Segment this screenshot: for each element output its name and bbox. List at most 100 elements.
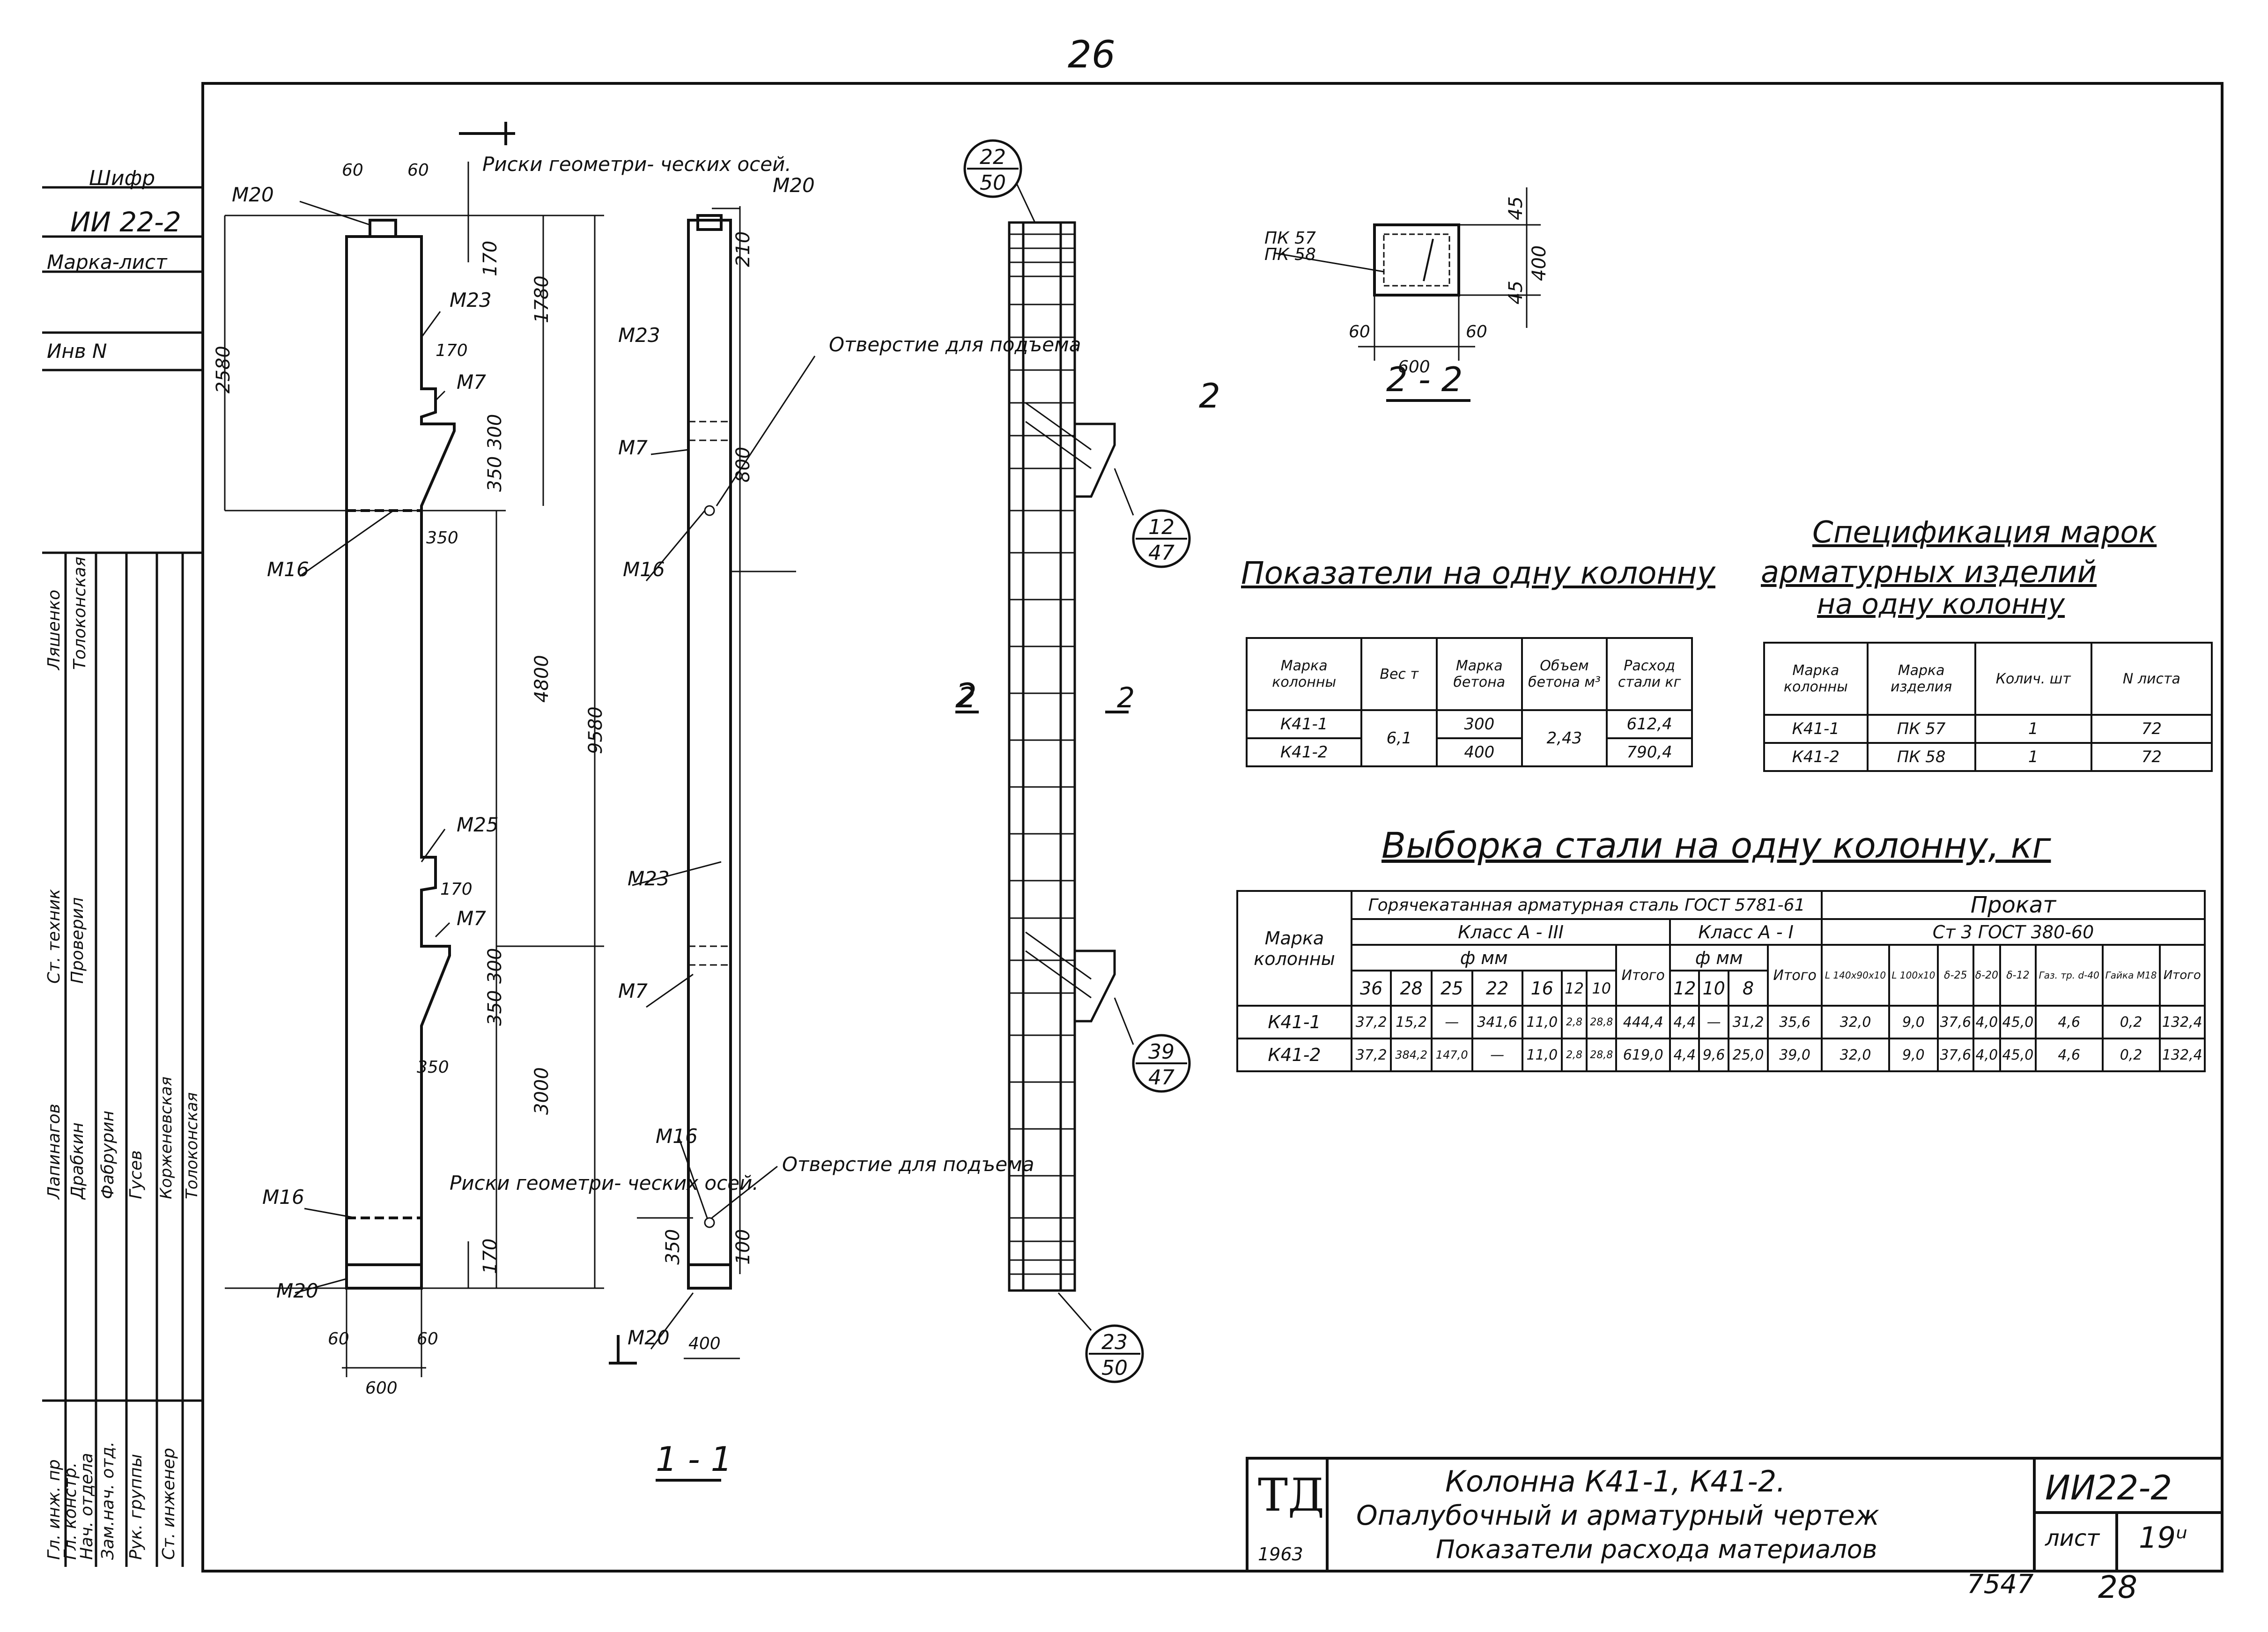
mark-m7-lower: М7	[457, 907, 486, 930]
svg-text:60: 60	[328, 1329, 349, 1349]
svg-text:400: 400	[1529, 245, 1550, 281]
mark-m23-mid: М23	[618, 324, 660, 347]
table-spec: Марка колонны Марка изделия Колич. шт N …	[1763, 642, 2213, 772]
footer-number-left: 7547	[1967, 1569, 2034, 1600]
table-spec-title-3: на одну колонну	[1817, 588, 2065, 621]
svg-text:60: 60	[1466, 322, 1487, 341]
table-spec-title-2: арматурных изделий	[1761, 555, 2097, 590]
stamp-sheet-label: лист	[2045, 1525, 2100, 1551]
stamp-logo-cell: ТД 1963	[1249, 1460, 1329, 1570]
tc-h-4: Расход стали кг	[1606, 637, 1693, 711]
svg-text:1780: 1780	[531, 275, 553, 323]
table-steel: Марка колонны Горячекатанная арматурная …	[1236, 890, 2206, 1072]
mark-m20-mid: М20	[773, 174, 815, 197]
side-code: ИИ 22-2	[70, 206, 181, 238]
section-2-2: 2 - 2	[1386, 360, 1463, 399]
svg-text:60: 60	[417, 1329, 438, 1349]
mark-m16-mid-low: М16	[656, 1125, 698, 1148]
svg-text:170: 170	[480, 1239, 501, 1274]
sig-name-1: Лапинагов	[44, 1104, 64, 1199]
mark-m7-mid-low: М7	[618, 979, 648, 1002]
sig-extra-4: Толоконская	[70, 556, 89, 670]
section-mark-left: 2	[1199, 376, 1220, 415]
mark-m16: М16	[267, 558, 309, 581]
tc-h-0: Марка колонны	[1245, 637, 1363, 711]
tc-h-3: Объем бетона м³	[1521, 637, 1608, 711]
callout-4-bottom: 50	[1101, 1356, 1128, 1380]
svg-text:45: 45	[1505, 281, 1527, 304]
table-column-title: Показатели на одну колонну	[1241, 555, 1715, 591]
mark-m20-bottom: М20	[276, 1279, 318, 1302]
svg-text:170: 170	[480, 241, 501, 276]
mark-m20-mid-low: М20	[628, 1326, 670, 1349]
sig-extra-1: Ст. техник	[44, 889, 64, 984]
svg-text:400: 400	[688, 1334, 721, 1353]
stamp-line2: Опалубочный и арматурный чертеж	[1356, 1499, 1879, 1531]
note-bottom: Риски геометри- ческих осей.	[450, 1172, 759, 1194]
mark-m23: М23	[450, 289, 492, 312]
svg-text:300: 300	[484, 948, 506, 984]
dim-600: 600	[365, 1379, 398, 1398]
svg-text:350: 350	[484, 456, 506, 492]
sec22-width: 600	[1398, 357, 1430, 377]
sig-role-5: Рук. группы	[126, 1454, 146, 1560]
stamp-line3: Показатели расхода материалов	[1436, 1535, 1877, 1564]
sig-name-5: Корженевская	[157, 1076, 176, 1199]
svg-text:350: 350	[484, 990, 506, 1026]
stamp-year: 1963	[1258, 1544, 1303, 1565]
callout-2-top: 12	[1148, 515, 1175, 539]
sig-role-4: Зам.нач. отд.	[98, 1441, 118, 1560]
svg-text:350: 350	[426, 528, 458, 548]
svg-text:3000: 3000	[531, 1067, 553, 1115]
side-inv: Инв N	[47, 340, 107, 363]
title-stamp: ТД 1963 Колонна К41-1, К41-2. Опалубочны…	[1246, 1457, 2224, 1573]
table-row: К41-2 400 790,4	[1245, 737, 1693, 767]
svg-text:100: 100	[732, 1229, 754, 1265]
svg-text:210: 210	[732, 231, 754, 267]
callout-1-bottom: 50	[980, 171, 1006, 195]
svg-text:9580: 9580	[585, 706, 606, 754]
stamp-sheet-no: 19ᵘ	[2139, 1521, 2187, 1555]
table-column: Марка колонны Вес т Марка бетона Объем б…	[1245, 637, 1693, 767]
stamp-logo: ТД	[1258, 1469, 1325, 1521]
sig-name-3: Фабрурин	[98, 1110, 118, 1199]
sig-name-4: Гусев	[126, 1150, 146, 1199]
svg-text:60: 60	[1349, 322, 1370, 341]
stamp-code: ИИ22-2	[2045, 1468, 2172, 1507]
sig-extra-2: Проверил	[68, 897, 87, 984]
stamp-line1: Колонна К41-1, К41-2.	[1445, 1464, 1786, 1498]
svg-text:4800: 4800	[531, 655, 553, 703]
table-spec-title-1: Спецификация марок	[1812, 515, 2157, 550]
hole-top: Отверстие для подъема	[829, 333, 1081, 356]
svg-text:170: 170	[440, 880, 473, 899]
svg-text:170: 170	[436, 341, 468, 360]
hole-bottom: Отверстие для подъема	[782, 1153, 1034, 1176]
section-1-1: 1 - 1	[656, 1439, 732, 1479]
table-row: К41-1 6,1 300 2,43 612,4	[1245, 709, 1693, 767]
svg-text:300: 300	[484, 414, 506, 450]
sig-name-2: Драбкин	[68, 1122, 87, 1199]
sig-name-6: Толоконская	[183, 1092, 201, 1199]
footer-number-right: 28	[2098, 1569, 2137, 1605]
mark-m16-lower: М16	[262, 1186, 304, 1209]
svg-text:2580: 2580	[213, 346, 234, 393]
mark-m7-mid: М7	[618, 436, 648, 459]
section-mark-left-2: 2	[955, 676, 977, 715]
mark-m20-top: М20	[232, 183, 274, 206]
drawing-frame	[201, 82, 2224, 1573]
sig-extra-3: Ляшенко	[44, 589, 64, 670]
note-top: Риски геометри- ческих осей.	[482, 153, 791, 176]
sec22-label-2: ПК 58	[1264, 245, 1316, 264]
svg-text:2: 2	[1117, 682, 1135, 714]
table-steel-title: Выборка стали на одну колонну, кг	[1381, 824, 2051, 866]
sig-role-6: Ст. инженер	[159, 1447, 178, 1560]
mark-m23-mid-low: М23	[628, 867, 670, 890]
callout-3-top: 39	[1148, 1040, 1175, 1064]
svg-text:350: 350	[417, 1058, 449, 1077]
svg-text:45: 45	[1505, 196, 1527, 220]
